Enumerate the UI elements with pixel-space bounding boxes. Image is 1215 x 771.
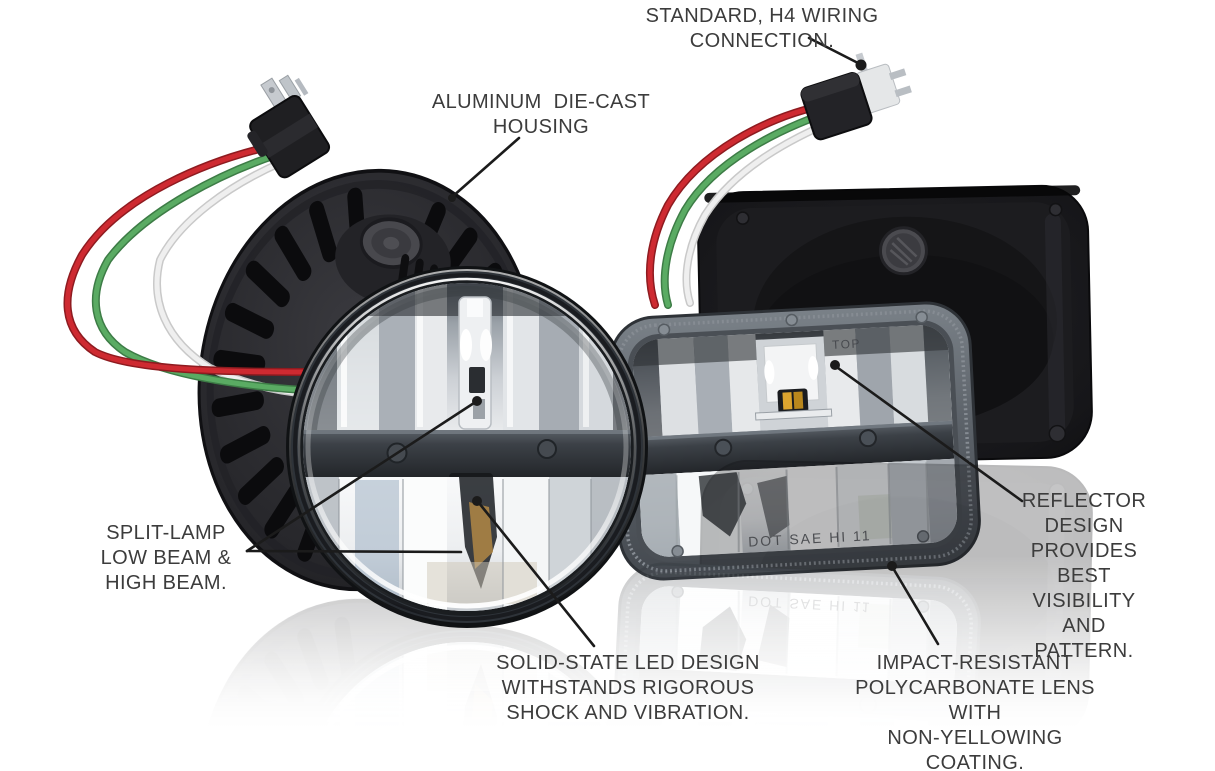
wiring-callout-dot xyxy=(855,59,867,71)
lens-callout-line xyxy=(891,566,940,646)
label-reflector-design: REFLECTOR DESIGN PROVIDES BEST VISIBILIT… xyxy=(1021,490,1147,662)
split-lamp-callout-line-lower xyxy=(245,549,463,554)
led-chip xyxy=(793,391,804,409)
reflector-callout-dot xyxy=(830,360,840,370)
label-split-lamp: SPLIT-LAMP LOW BEAM & HIGH BEAM. xyxy=(100,522,232,594)
led-module xyxy=(458,296,492,430)
center-bar xyxy=(303,430,631,477)
callout-dots xyxy=(448,59,897,571)
label-wiring-connection: STANDARD, H4 WIRING CONNECTION. xyxy=(645,5,879,52)
h4-connector-right xyxy=(800,52,912,141)
split-lamp-callout-dot xyxy=(472,396,482,406)
label-aluminum-housing: ALUMINUM DIE-CAST HOUSING xyxy=(431,91,651,138)
reflector-callout-line xyxy=(836,366,1024,503)
round-led-headlamp xyxy=(286,266,648,628)
label-impact-lens: IMPACT-RESISTANT POLYCARBONATE LENS WITH… xyxy=(855,652,1095,771)
label-solid-state: SOLID-STATE LED DESIGN WITHSTANDS RIGORO… xyxy=(496,652,760,724)
callout-lines xyxy=(245,36,1024,648)
top-marking: TOP xyxy=(832,336,862,351)
h4-connector-left xyxy=(247,74,331,179)
lens-callout-dot xyxy=(887,561,897,571)
left-wiring-harness xyxy=(63,142,314,398)
housing-callout-line xyxy=(450,136,521,199)
housing-callout-dot xyxy=(448,194,456,202)
rect-housing-cap xyxy=(878,226,928,276)
solid-state-callout-dot xyxy=(472,496,482,506)
solid-state-callout-line xyxy=(477,501,596,648)
right-wiring-harness xyxy=(645,104,828,309)
led-module xyxy=(754,336,833,436)
wiring-callout-line xyxy=(807,36,860,65)
led-chip xyxy=(782,392,793,410)
split-lamp-callout-line-upper xyxy=(245,401,476,553)
